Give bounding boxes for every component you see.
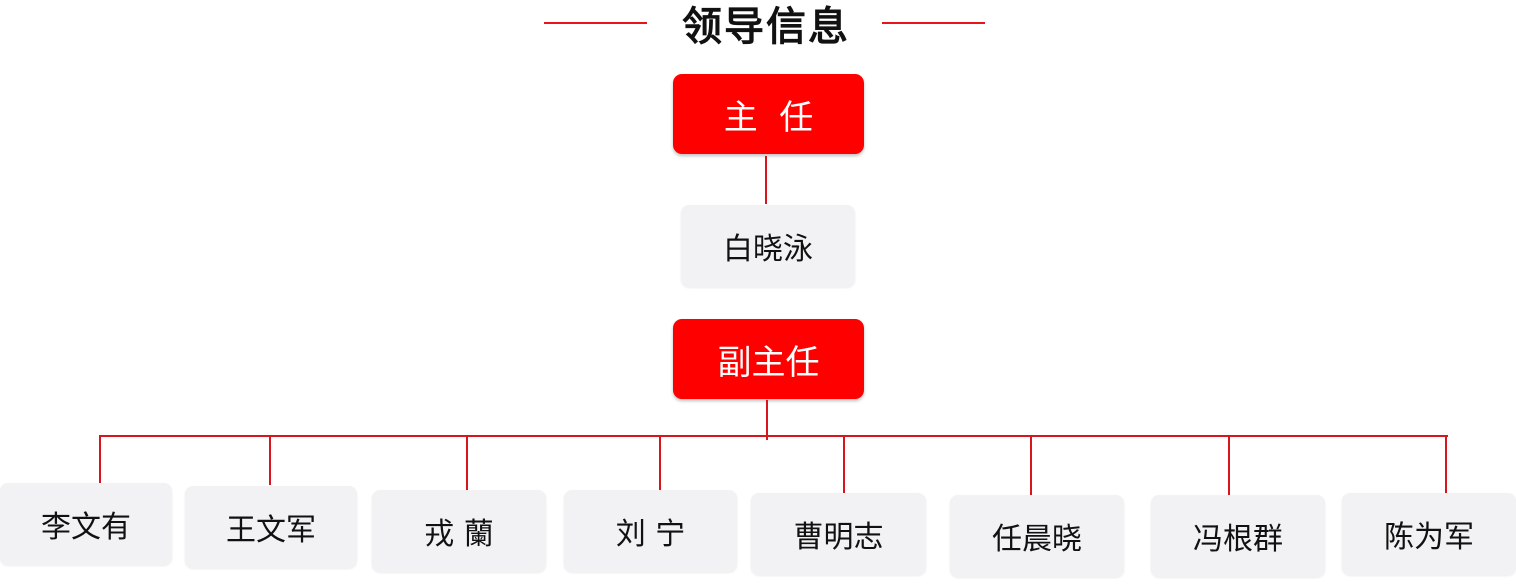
deputy-name-4: 刘 宁 xyxy=(615,517,686,552)
deputy-drop-8 xyxy=(1445,435,1447,493)
director-connector xyxy=(765,156,767,204)
deputy-drop-6 xyxy=(1030,435,1032,495)
deputy-name-8: 陈为军 xyxy=(1384,520,1474,555)
deputy-name-box-3: 戎 蘭 xyxy=(372,490,546,572)
director-title-box: 主 任 xyxy=(673,74,864,154)
deputy-name-box-6: 任晨晓 xyxy=(950,495,1124,577)
deputy-name-box-1: 李文有 xyxy=(0,483,172,565)
deputy-name-3: 戎 蘭 xyxy=(424,517,494,552)
deputy-name-box-8: 陈为军 xyxy=(1342,493,1516,575)
deputy-name-1: 李文有 xyxy=(41,510,131,545)
director-title-label: 主 任 xyxy=(723,97,814,138)
deputy-name-box-2: 王文军 xyxy=(185,486,357,568)
deputy-name-2: 王文军 xyxy=(226,513,316,548)
deputy-name-7: 冯根群 xyxy=(1193,522,1283,557)
deputy-name-box-5: 曹明志 xyxy=(751,493,926,575)
deputy-title-label: 副主任 xyxy=(717,342,820,383)
deputy-name-5: 曹明志 xyxy=(793,520,884,555)
deputy-drop-3 xyxy=(466,435,468,490)
page-title: 领导信息 xyxy=(682,4,850,50)
deputy-stem xyxy=(766,400,768,440)
title-left-line xyxy=(544,22,647,24)
deputy-name-6: 任晨晓 xyxy=(992,522,1082,557)
director-name-box: 白晓泳 xyxy=(681,205,855,287)
deputy-name-box-4: 刘 宁 xyxy=(564,490,737,572)
deputy-name-box-7: 冯根群 xyxy=(1151,495,1325,577)
deputy-drop-1 xyxy=(99,435,101,483)
title-right-line xyxy=(882,22,985,24)
deputy-drop-5 xyxy=(843,435,845,493)
deputy-bus-line xyxy=(99,435,1448,437)
deputy-title-box: 副主任 xyxy=(673,319,864,399)
deputy-drop-4 xyxy=(659,435,661,490)
director-name: 白晓泳 xyxy=(723,232,813,267)
deputy-drop-2 xyxy=(269,435,271,485)
deputy-drop-7 xyxy=(1228,435,1230,495)
